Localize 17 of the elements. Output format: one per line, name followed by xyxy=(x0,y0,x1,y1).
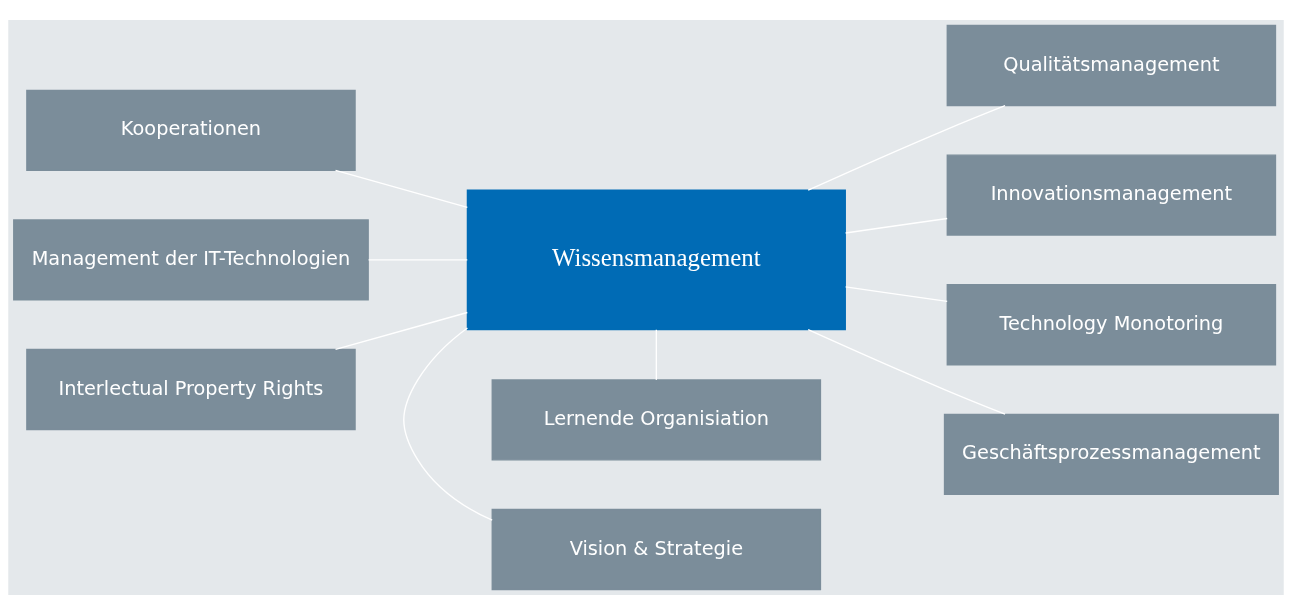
connector xyxy=(844,217,948,234)
node-box: Wissensmanagement xyxy=(466,189,846,331)
connector xyxy=(807,328,1006,415)
node-box: Geschäftsprozessmanagement xyxy=(943,413,1279,496)
connector xyxy=(334,311,468,351)
node-box: Interlectual Property Rights xyxy=(26,348,356,431)
node-box: Kooperationen xyxy=(26,89,356,171)
node-box: Management der IT-Technologien xyxy=(13,219,369,301)
node-box: Lernende Organisiation xyxy=(491,379,822,461)
node-box: Qualitätsmanagement xyxy=(946,24,1277,107)
connector xyxy=(334,169,468,209)
connector xyxy=(807,105,1006,191)
connector xyxy=(844,286,948,303)
node-box: Vision & Strategie xyxy=(491,508,822,591)
node-box: Innovationsmanagement xyxy=(946,154,1277,236)
connector xyxy=(403,327,493,521)
node-box: Technology Monotoring xyxy=(946,284,1277,366)
